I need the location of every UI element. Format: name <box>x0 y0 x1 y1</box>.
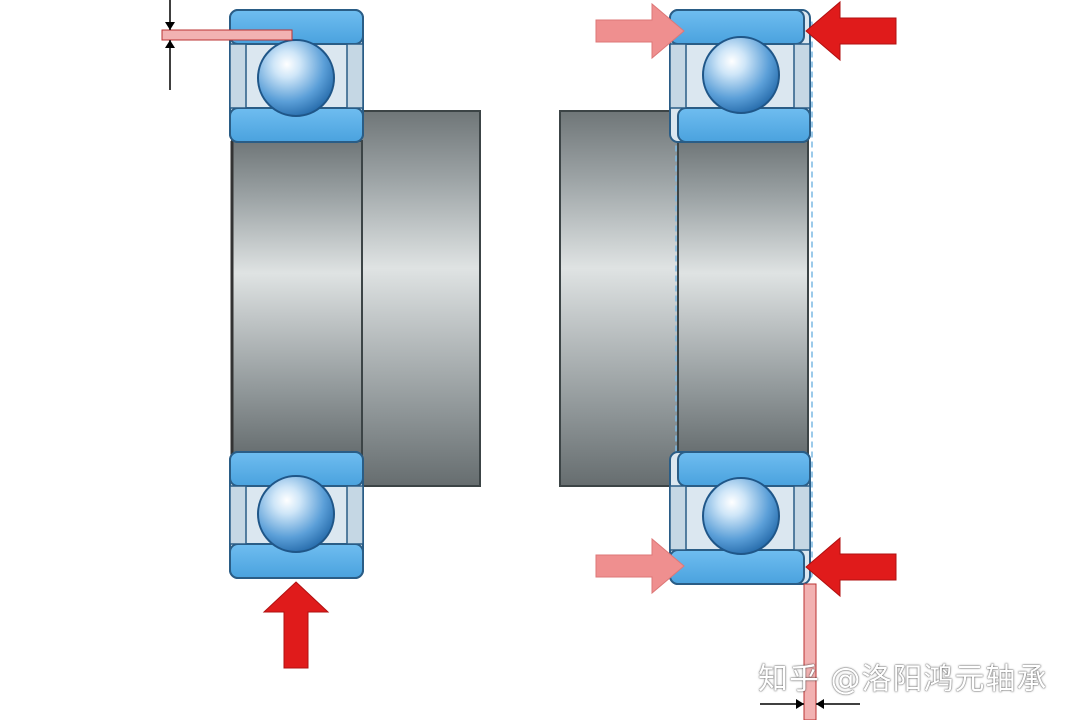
right-bearing <box>559 0 897 721</box>
left-shaft-body <box>355 110 481 487</box>
right-shaft-body <box>559 110 685 487</box>
radial-clearance-marker <box>161 0 293 90</box>
arrow-right-pink-icon <box>595 2 685 60</box>
left-inner-bore <box>231 140 363 457</box>
left-bottom-ball <box>257 475 335 553</box>
right-bottom-ball <box>702 477 780 555</box>
arrow-left-red-icon <box>805 0 897 62</box>
arrow-up-red-icon <box>262 581 330 669</box>
right-top-race <box>669 9 811 143</box>
left-bearing <box>161 0 481 669</box>
right-inner-bore <box>677 140 809 457</box>
right-bottom-race <box>669 451 811 585</box>
watermark-text: 知乎 @洛阳鸿元轴承 <box>758 662 1048 697</box>
arrow-right-pink-icon <box>595 537 685 595</box>
axial-clearance-marker <box>760 583 860 721</box>
right-top-ball <box>702 36 780 114</box>
left-bottom-race <box>229 451 364 579</box>
left-top-ball <box>257 39 335 117</box>
arrow-left-red-icon <box>805 536 897 598</box>
